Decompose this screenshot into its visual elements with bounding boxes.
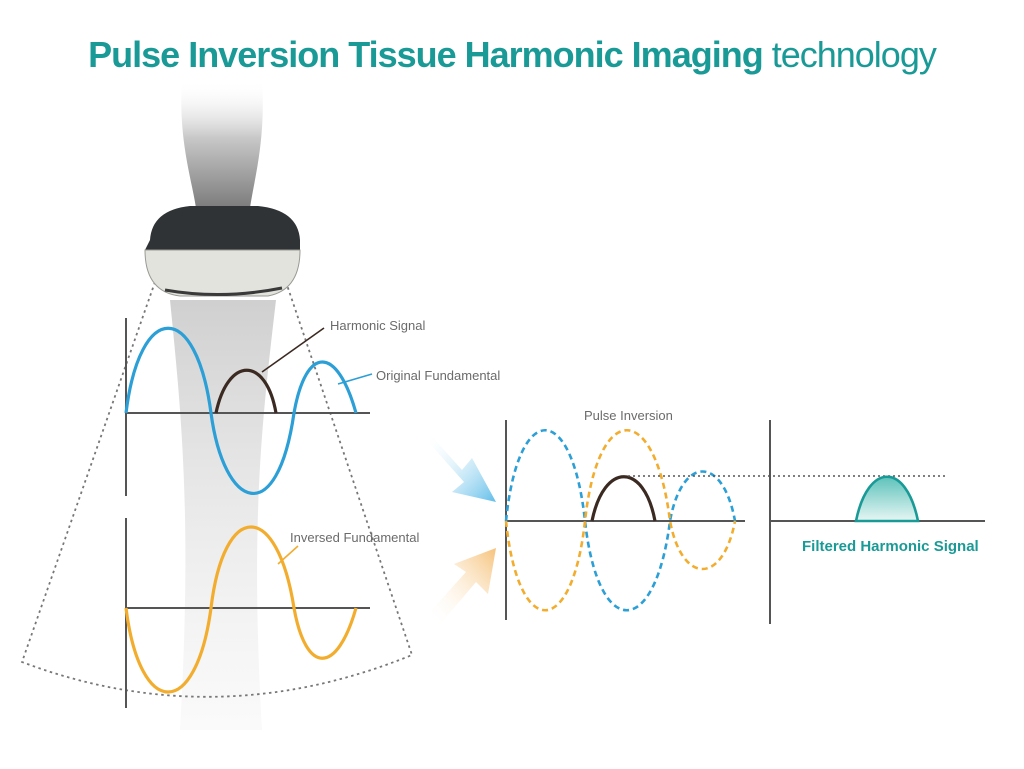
inversed-fundamental-label: Inversed Fundamental (290, 530, 419, 545)
pulse-inversion-orange-wave (504, 428, 737, 612)
original-fundamental-label: Original Fundamental (376, 368, 500, 383)
harmonic-signal-label: Harmonic Signal (330, 318, 425, 333)
filtered-harmonic-wave (854, 475, 920, 523)
ultrasound-probe-icon (144, 80, 301, 297)
pulse-inversion-blue-wave (504, 428, 737, 612)
ultrasound-beam (170, 300, 276, 730)
original-fundamental-leader (337, 373, 373, 385)
inversed-fundamental-leader (277, 545, 299, 565)
arrow-orange-icon (430, 548, 496, 622)
pulse-inversion-label: Pulse Inversion (584, 408, 673, 423)
harmonic-signal-wave (214, 368, 278, 414)
title-light: technology (771, 34, 937, 75)
inversed-fundamental-wave (124, 525, 358, 694)
original-fundamental-wave (124, 326, 358, 495)
filtered-harmonic-signal-label: Filtered Harmonic Signal (802, 538, 979, 555)
arrow-blue-icon (428, 432, 496, 502)
title-bold: Pulse Inversion Tissue Harmonic Imaging (88, 34, 764, 75)
scan-sector (20, 281, 414, 698)
pulse-inversion-harmonic-wave (590, 475, 657, 522)
page-title: Pulse Inversion Tissue Harmonic Imaging … (0, 34, 1024, 76)
harmonic-signal-leader (261, 327, 325, 373)
